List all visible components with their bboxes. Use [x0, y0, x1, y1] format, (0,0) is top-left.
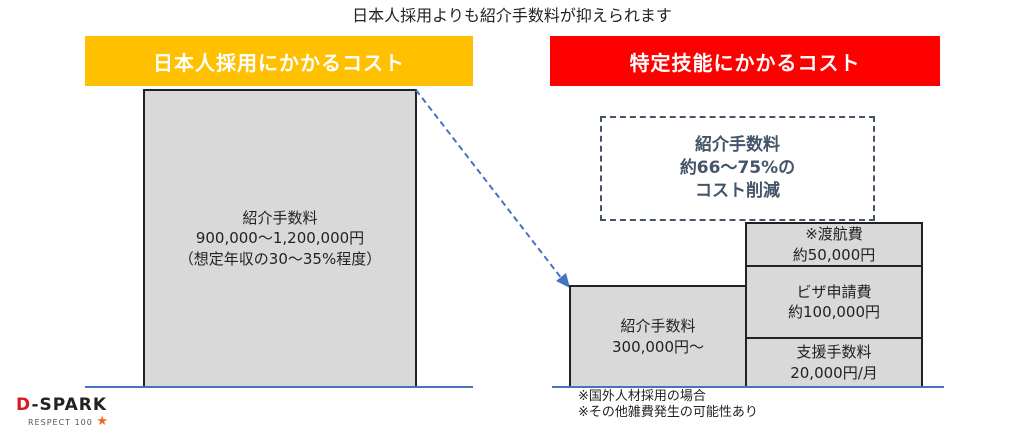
saving-line-1: 紹介手数料 [695, 135, 780, 156]
fee-amount: 300,000円〜 [611, 337, 705, 356]
travel-cost-box: ※渡航費 約50,000円 [745, 222, 923, 267]
specified-skill-header: 特定技能にかかるコスト [550, 36, 940, 86]
visa-cost-box: ビザ申請費 約100,000円 [745, 265, 923, 339]
fee-label: 紹介手数料 [620, 317, 696, 336]
cost-saving-callout: 紹介手数料 約66〜75%の コスト削減 [600, 116, 875, 221]
travel-amount: 約50,000円 [792, 245, 876, 264]
visa-label: ビザ申請費 [796, 282, 872, 301]
saving-line-2: 約66〜75%の [679, 158, 796, 179]
star-icon: ★ [96, 414, 110, 429]
ssw-fee-box: 紹介手数料 300,000円〜 [569, 285, 747, 388]
d-spark-logo: D-SPARK RESPECT 100 ★ [16, 395, 110, 429]
visa-amount: 約100,000円 [787, 303, 881, 321]
travel-label: ※渡航費 [805, 225, 863, 244]
fee-note: （想定年収の30〜35%程度） [178, 249, 382, 268]
support-amount: 20,000円/月 [790, 363, 878, 382]
right-baseline [552, 386, 944, 388]
note-1: ※国外人材採用の場合 [578, 389, 706, 404]
notes: ※国外人材採用の場合 ※その他雑費発生の可能性あり [578, 389, 758, 421]
japanese-hiring-header: 日本人採用にかかるコスト [85, 36, 473, 86]
note-2: ※その他雑費発生の可能性あり [578, 405, 758, 420]
fee-label: 紹介手数料 [242, 209, 318, 228]
support-label: 支援手数料 [796, 343, 872, 362]
left-baseline [85, 386, 473, 388]
reduction-arrow [415, 89, 570, 288]
fee-amount: 900,000〜1,200,000円 [195, 229, 365, 248]
japanese-fee-box: 紹介手数料 900,000〜1,200,000円 （想定年収の30〜35%程度） [143, 89, 417, 388]
page-title: 日本人採用よりも紹介手数料が抑えられます [352, 6, 672, 25]
saving-line-3: コスト削減 [695, 180, 780, 201]
support-fee-box: 支援手数料 20,000円/月 [745, 337, 923, 388]
